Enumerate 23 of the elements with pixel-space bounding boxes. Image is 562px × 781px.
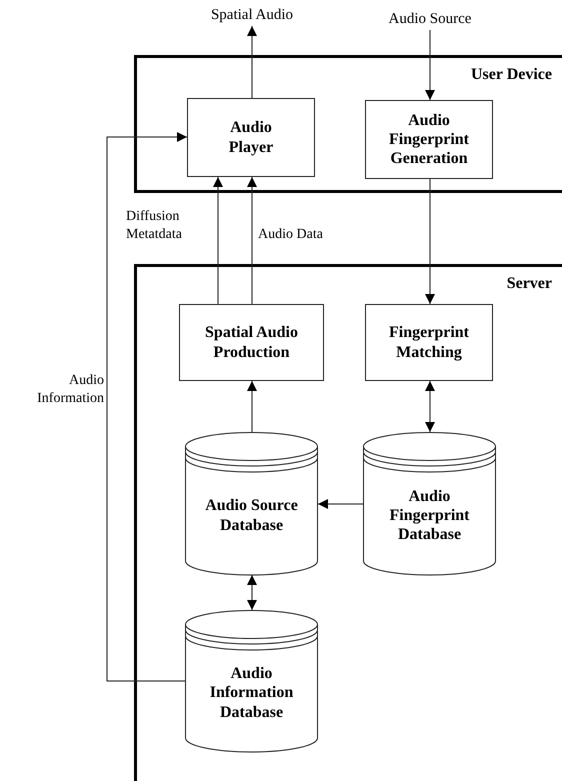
arrow <box>247 380 257 432</box>
arrow <box>425 380 435 432</box>
process-box: Fingerprint Matching <box>365 304 493 381</box>
arrow <box>247 26 257 98</box>
boundary-title: Server <box>506 275 552 293</box>
database-label: Audio Fingerprint Database <box>388 486 470 544</box>
arrow <box>318 499 364 509</box>
arrow <box>213 176 223 304</box>
arrow <box>425 30 435 100</box>
system-boundary <box>134 264 562 781</box>
process-box: Spatial Audio Production <box>179 304 324 381</box>
boundary-title: User Device <box>471 66 552 84</box>
process-box: Audio Player <box>187 98 315 177</box>
database-label: Audio Source Database <box>204 496 299 535</box>
arrow <box>106 132 188 682</box>
database-label: Audio Information Database <box>208 664 294 722</box>
system-boundary <box>134 55 562 193</box>
signal-label: Spatial Audio <box>196 4 308 26</box>
arrow <box>425 178 435 304</box>
arrow <box>247 176 257 304</box>
process-box: Audio Fingerprint Generation <box>365 100 493 179</box>
signal-label: Audio Source <box>378 8 482 30</box>
arrow <box>247 574 257 610</box>
